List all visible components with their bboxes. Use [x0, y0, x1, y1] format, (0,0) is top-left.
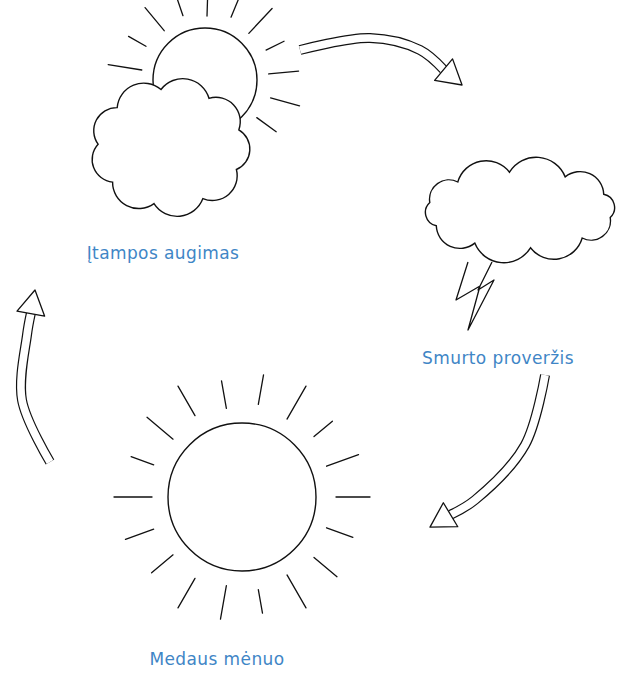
sun-ray — [222, 381, 227, 409]
sun-ray — [336, 496, 370, 497]
sun-ray — [314, 421, 332, 436]
sun-ray — [178, 578, 195, 607]
arrow-head — [17, 290, 45, 316]
stage-label: Medaus mėnuo — [107, 649, 327, 669]
cloud-shape — [92, 79, 250, 217]
sun-ray — [152, 555, 173, 573]
lightning-bolt — [456, 262, 494, 330]
arrow-shaft-fill — [21, 314, 50, 462]
stage-label: Smurto proveržis — [388, 348, 608, 368]
sun-ray — [314, 557, 337, 576]
cycle-arrow — [430, 375, 545, 527]
cycle-stage: Smurto proveržis — [405, 85, 635, 375]
sun-ray — [258, 375, 263, 405]
arrow-shaft-fill — [300, 38, 444, 70]
cycle-arrow — [300, 38, 462, 85]
sun-ray — [125, 529, 153, 539]
sun-ray — [266, 41, 284, 50]
arrow-shaft-outline — [300, 38, 444, 70]
arrow-shaft-fill — [451, 375, 546, 515]
sun-ray — [131, 457, 154, 465]
cycle-arrow — [17, 290, 50, 462]
sun-ray — [271, 98, 300, 106]
arrow-head — [435, 59, 462, 85]
sun-ray — [173, 0, 183, 16]
stage-label: Įtampos augimas — [53, 243, 273, 263]
sun-ray — [327, 455, 359, 467]
sun-ray — [287, 386, 306, 419]
stage-illustration — [405, 85, 635, 375]
sun-ray — [129, 36, 146, 46]
sun-ray — [220, 586, 226, 619]
cycle-stage: Įtampos augimas — [30, 5, 300, 290]
sun-ray — [178, 386, 195, 415]
sun-ray — [249, 9, 272, 34]
sun-ray — [269, 71, 299, 74]
sun-ray — [287, 575, 306, 608]
sun-ray — [147, 417, 173, 439]
arrow-shaft-outline — [451, 375, 546, 515]
sun-ray — [145, 8, 164, 31]
sun-ray — [108, 65, 142, 70]
sun-ray — [327, 528, 353, 538]
cycle-stage: Medaus mėnuo — [50, 375, 430, 675]
sun-ray — [231, 0, 241, 17]
sun-ray — [114, 496, 152, 497]
sun-disc — [168, 423, 316, 571]
cloud-shape — [425, 157, 614, 262]
arrow-shaft-outline — [21, 314, 50, 462]
stage-illustration — [50, 375, 430, 675]
sun-ray — [257, 118, 276, 132]
sun-ray — [206, 0, 208, 16]
arrow-head — [430, 503, 458, 527]
sun-ray — [258, 590, 262, 614]
